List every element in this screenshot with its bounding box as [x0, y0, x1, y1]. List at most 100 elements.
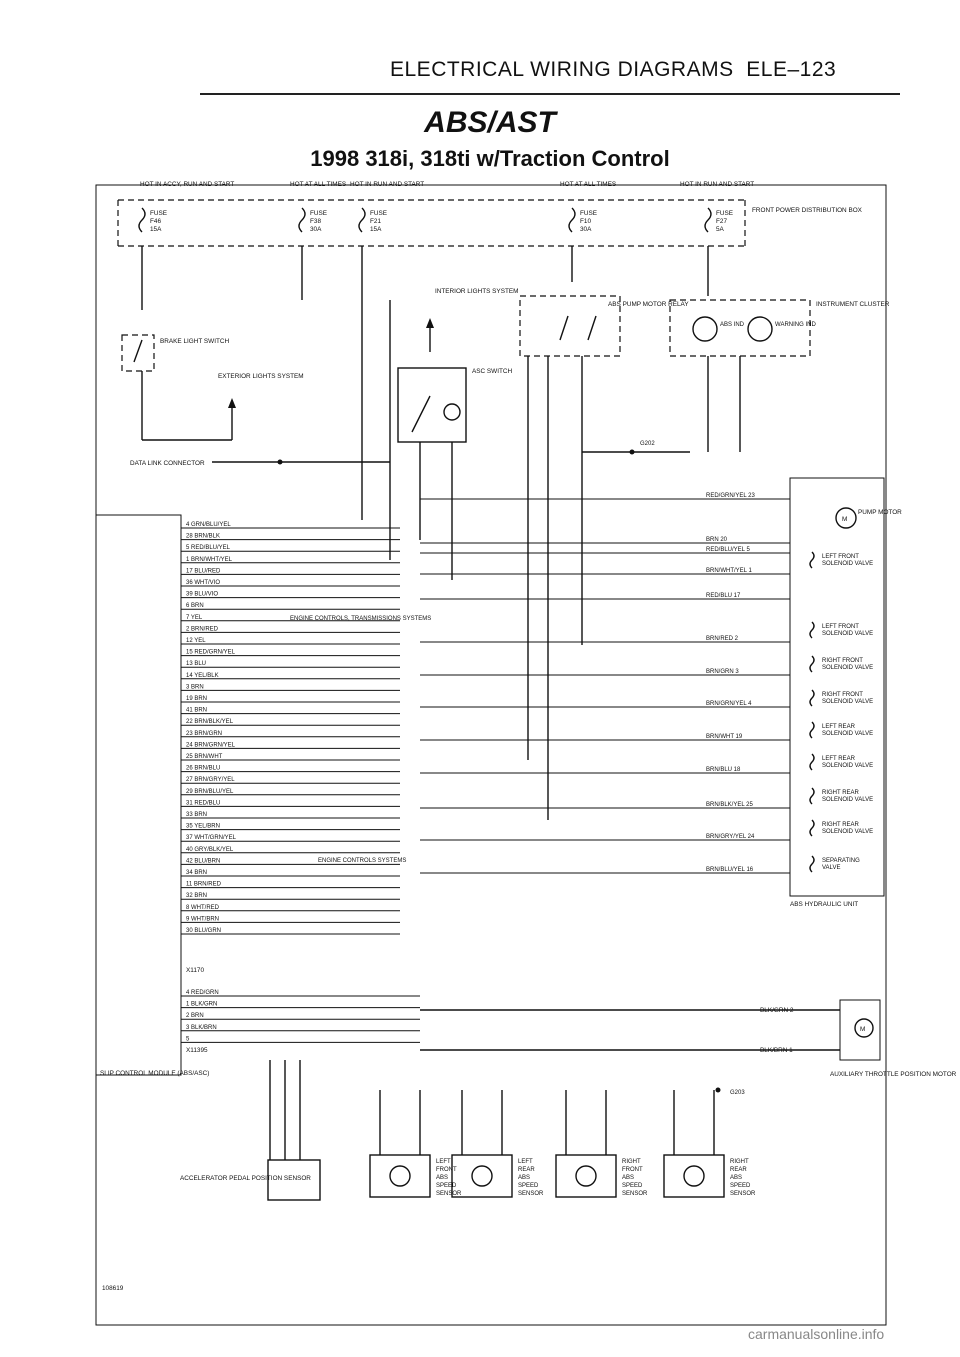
module-pin: 13 BLU [186, 661, 206, 667]
ground-g201-g203: G203 [730, 1090, 745, 1096]
dlc-label: DATA LINK CONNECTOR [130, 460, 205, 467]
module-pin: 3 BRN [186, 684, 204, 690]
abs-ind-label: ABS IND [720, 322, 745, 328]
module-pin: 5 [186, 1036, 190, 1042]
section-title: ELECTRICAL WIRING DIAGRAMS [390, 58, 734, 81]
pump-relay-label: ABS PUMP MOTOR RELAY [608, 301, 689, 308]
speed-sensor-icon [663, 1154, 725, 1198]
pump-motor-label: PUMP MOTOR [858, 509, 902, 516]
fuse-id: F38 [310, 218, 321, 225]
module-pin: 15 RED/GRN/YEL [186, 650, 236, 656]
module-pin: 33 BRN [186, 812, 207, 818]
fuse-id: F21 [370, 218, 381, 225]
solenoid-icon [809, 621, 815, 639]
fuse-amp: 30A [580, 226, 592, 233]
module-pin: 19 BRN [186, 696, 207, 702]
brake-light-switch: BRAKE LIGHT SWITCH [121, 334, 230, 372]
throttle-label: AUXILIARY THROTTLE POSITION MOTOR [830, 1071, 957, 1078]
diagram-subtitle: 1998 318i, 318ti w/Traction Control [310, 146, 670, 171]
page-number: ELE–123 [746, 58, 837, 81]
solenoid-icon [809, 655, 815, 673]
aux-throttle-motor: M AUXILIARY THROTTLE POSITION MOTOR BLK/… [420, 999, 957, 1078]
fuse-label: FUSE [150, 210, 167, 217]
exterior-lights-label: EXTERIOR LIGHTS SYSTEM [218, 373, 304, 380]
hydraulic-pin: RED/BLU 17 [706, 593, 741, 599]
module-pin: 5 RED/BLU/YEL [186, 545, 231, 551]
asc-switch: ASC SWITCH [397, 367, 513, 443]
fuse-amp: 5A [716, 226, 725, 233]
fuse-label: FUSE [370, 210, 387, 217]
module-pin: 2 BRN/RED [186, 626, 219, 632]
module-pin: 40 GRY/BLK/YEL [186, 847, 234, 853]
exterior-lights-system: EXTERIOR LIGHTS SYSTEM [218, 373, 304, 440]
hydraulic-pin: BRN/BLU 18 [706, 767, 741, 773]
module-pin: 25 BRN/WHT [186, 754, 223, 760]
solenoid-icon [809, 855, 815, 873]
hydraulic-label: ABS HYDRAULIC UNIT [790, 901, 858, 908]
cluster-label: INSTRUMENT CLUSTER [816, 301, 890, 308]
hydraulic-pin: BRN/WHT/YEL 1 [706, 568, 752, 574]
solenoid-icon [809, 551, 815, 569]
data-link-connector: DATA LINK CONNECTOR [130, 459, 390, 467]
module-pin: 35 YEL/BRN [186, 824, 220, 830]
diagram-title: ABS/AST [424, 106, 556, 139]
module-pin: 31 RED/BLU [186, 800, 220, 806]
speed-sensor-icon [369, 1154, 431, 1198]
fuse-label: FUSE [310, 210, 327, 217]
module-pin: 14 YEL/BLK [186, 673, 219, 679]
module-pin: 39 BLU/VIO [186, 592, 218, 598]
power-label-3: HOT IN RUN AND START [350, 181, 424, 188]
module-pin: 6 BRN [186, 603, 204, 609]
abs-hydraulic-unit: ABS HYDRAULIC UNIT M PUMP MOTOR [789, 477, 902, 908]
module-pin: 9 WHT/BRN [186, 916, 219, 922]
abs-indicator-icon [692, 316, 718, 342]
instrument-cluster: INSTRUMENT CLUSTER ABS IND WARNING IND [669, 299, 890, 357]
hydraulic-pin: BRN/GRN/YEL 4 [706, 701, 752, 707]
hydraulic-pin: BRN/GRN 3 [706, 669, 739, 675]
power-label-1: HOT IN ACCY, RUN AND START [140, 181, 234, 188]
module-pin: 41 BRN [186, 708, 207, 714]
module-pin: 30 BLU/GRN [186, 928, 221, 934]
module-pin: 27 BRN/GRY/YEL [186, 777, 235, 783]
power-distribution-box: HOT IN ACCY, RUN AND START HOT AT ALL TI… [117, 181, 863, 247]
page-header: ELECTRICAL WIRING DIAGRAMS ELE–123 [390, 58, 836, 82]
module-pin: 7 YEL [186, 615, 203, 621]
accel-sensor-label: ACCELERATOR PEDAL POSITION SENSOR [180, 1175, 311, 1182]
slip-module-label: SLIP CONTROL MODULE (ABS/ASC) [100, 1070, 209, 1077]
engine-controls-label: ENGINE CONTROLS, TRANSMISSIONS SYSTEMS [290, 616, 431, 622]
module-pin: 1 BRN/WHT/YEL [186, 557, 233, 563]
speed-sensor-icon [555, 1154, 617, 1198]
module-pin: 4 GRN/BLU/YEL [186, 522, 231, 528]
fuse-f27: FUSE F27 5A [704, 207, 733, 233]
power-label-2: HOT AT ALL TIMES [290, 181, 346, 188]
fuse-f21: FUSE F21 15A [358, 207, 387, 233]
brake-switch-label: BRAKE LIGHT SWITCH [160, 338, 230, 345]
hydraulic-pin: BRN/GRY/YEL 24 [706, 834, 755, 840]
fuse-id: F46 [150, 218, 161, 225]
module-pin: 1 BLK/GRN [186, 1002, 217, 1008]
connector-x1170: X1170 [186, 967, 204, 974]
speed-sensor-icon [451, 1154, 513, 1198]
hydraulic-pin: RED/BLU/YEL 5 [706, 547, 750, 553]
hydraulic-pin: BRN/WHT 19 [706, 734, 743, 740]
module-pin: 11 BRN/RED [186, 882, 222, 888]
module-pin: 42 BLU/BRN [186, 858, 220, 864]
module-pin: 17 BLU/RED [186, 568, 221, 574]
fuse-id: F27 [716, 218, 727, 225]
throttle-motor-icon [854, 1018, 874, 1038]
module-pin: 28 BRN/BLK [186, 534, 220, 540]
connector-x11395: X11395 [186, 1047, 208, 1054]
solenoid-icon [809, 689, 815, 707]
warning-ind-label: WARNING IND [775, 322, 816, 328]
fuse-amp: 30A [310, 226, 322, 233]
module-pin: 29 BRN/BLU/YEL [186, 789, 234, 795]
module-pin: 3 BLK/BRN [186, 1025, 217, 1031]
interior-lights-system: INTERIOR LIGHTS SYSTEM [426, 288, 518, 352]
